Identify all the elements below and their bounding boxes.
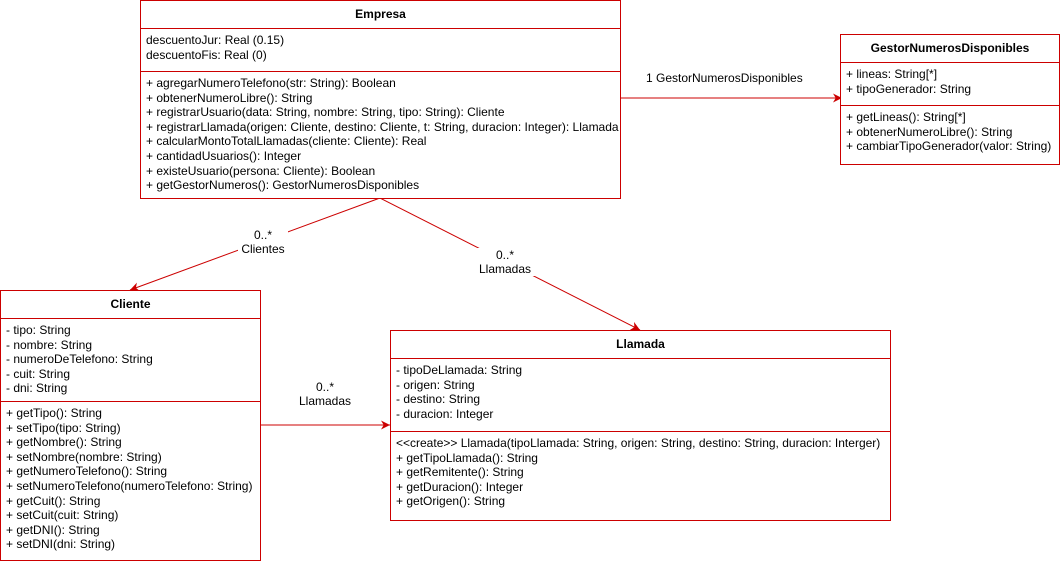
operation: + getLineas(): String[*] <box>846 110 966 124</box>
role-name: Llamadas <box>298 394 352 408</box>
edge-label-cliente-llamada: 0..* Llamadas <box>295 380 355 408</box>
attribute: descuentoFis: Real (0) <box>146 47 267 62</box>
operation: + registrarUsuario(data: String, nombre:… <box>146 105 505 120</box>
edge-label-empresa-cliente: 0..* Clientes <box>238 228 288 256</box>
operation: + getDNI(): String <box>6 522 100 537</box>
operation: + setTipo(tipo: String) <box>6 420 121 435</box>
operation: + getNumeroTelefono(): String <box>6 464 168 479</box>
operation: + setDNI(dni: String) <box>6 537 116 552</box>
attribute: descuentoJur: Real (0.15) <box>146 33 285 47</box>
operation: + getGestorNumeros(): GestorNumerosDispo… <box>146 178 420 193</box>
attribute: - origen: String <box>396 377 475 392</box>
class-gestor-numeros-disponibles[interactable]: GestorNumerosDisponibles + lineas: Strin… <box>840 34 1060 165</box>
role-name: Llamadas <box>478 262 532 276</box>
class-cliente[interactable]: Cliente - tipo: String - nombre: String … <box>0 290 261 561</box>
attribute: - dni: String <box>6 381 68 396</box>
operation: + existeUsuario(persona: Cliente): Boole… <box>146 163 376 178</box>
operation: + obtenerNumeroLibre(): String <box>146 90 313 105</box>
operation: + getRemitente(): String <box>396 465 524 480</box>
multiplicity: 0..* <box>495 248 514 262</box>
class-empresa[interactable]: Empresa descuentoJur: Real (0.15) descue… <box>140 0 621 199</box>
class-llamada-name: Llamada <box>391 331 890 359</box>
class-cliente-attributes: - tipo: String - nombre: String - numero… <box>1 319 260 402</box>
attribute: - cuit: String <box>6 366 71 381</box>
attribute: - duracion: Integer <box>396 406 494 421</box>
operation: + getDuracion(): Integer <box>396 479 524 494</box>
attribute: - nombre: String <box>6 337 93 352</box>
class-empresa-name: Empresa <box>141 1 620 29</box>
class-cliente-operations: + getTipo(): String + setTipo(tipo: Stri… <box>1 402 260 552</box>
operation: + getNombre(): String <box>6 435 122 450</box>
class-gestor-attributes: + lineas: String[*] + tipoGenerador: Str… <box>841 63 1059 106</box>
class-empresa-operations: + agregarNumeroTelefono(str: String): Bo… <box>141 72 620 193</box>
class-gestor-name: GestorNumerosDisponibles <box>841 35 1059 63</box>
attribute: + tipoGenerador: String <box>846 81 972 96</box>
operation: + getTipo(): String <box>6 406 102 420</box>
class-empresa-attributes: descuentoJur: Real (0.15) descuentoFis: … <box>141 29 620 72</box>
attribute: - tipoDeLlamada: String <box>396 363 523 377</box>
operation: + cambiarTipoGenerador(valor: String) <box>846 139 1052 154</box>
operation: + getOrigen(): String <box>396 494 506 509</box>
operation: + getCuit(): String <box>6 493 101 508</box>
operation: + agregarNumeroTelefono(str: String): Bo… <box>146 76 396 90</box>
operation: + setNumeroTelefono(numeroTelefono: Stri… <box>6 478 253 493</box>
class-llamada-operations: <<create>> Llamada(tipoLlamada: String, … <box>391 432 890 509</box>
operation: + cantidadUsuarios(): Integer <box>146 148 302 163</box>
operation: <<create>> Llamada(tipoLlamada: String, … <box>396 436 881 450</box>
class-llamada[interactable]: Llamada - tipoDeLlamada: String - origen… <box>390 330 891 521</box>
attribute: - destino: String <box>396 392 481 407</box>
operation: + calcularMontoTotalLlamadas(cliente: Cl… <box>146 134 427 149</box>
class-llamada-attributes: - tipoDeLlamada: String - origen: String… <box>391 359 890 432</box>
multiplicity: 0..* <box>315 380 334 394</box>
attribute: - numeroDeTelefono: String <box>6 352 153 367</box>
class-gestor-operations: + getLineas(): String[*] + obtenerNumero… <box>841 106 1059 154</box>
operation: + setCuit(cuit: String) <box>6 508 119 523</box>
operation: + registrarLlamada(origen: Cliente, dest… <box>146 119 619 134</box>
operation: + obtenerNumeroLibre(): String <box>846 124 1013 139</box>
operation: + getTipoLlamada(): String <box>396 450 538 465</box>
operation: + setNombre(nombre: String) <box>6 449 162 464</box>
role-name: Clientes <box>241 242 285 256</box>
class-cliente-name: Cliente <box>1 291 260 319</box>
edge-label-empresa-gestor: 1 GestorNumerosDisponibles <box>646 71 803 85</box>
multiplicity: 0..* <box>253 228 272 242</box>
edge-label-empresa-llamada: 0..* Llamadas <box>475 248 535 276</box>
attribute: - tipo: String <box>6 323 71 337</box>
attribute: + lineas: String[*] <box>846 67 938 81</box>
